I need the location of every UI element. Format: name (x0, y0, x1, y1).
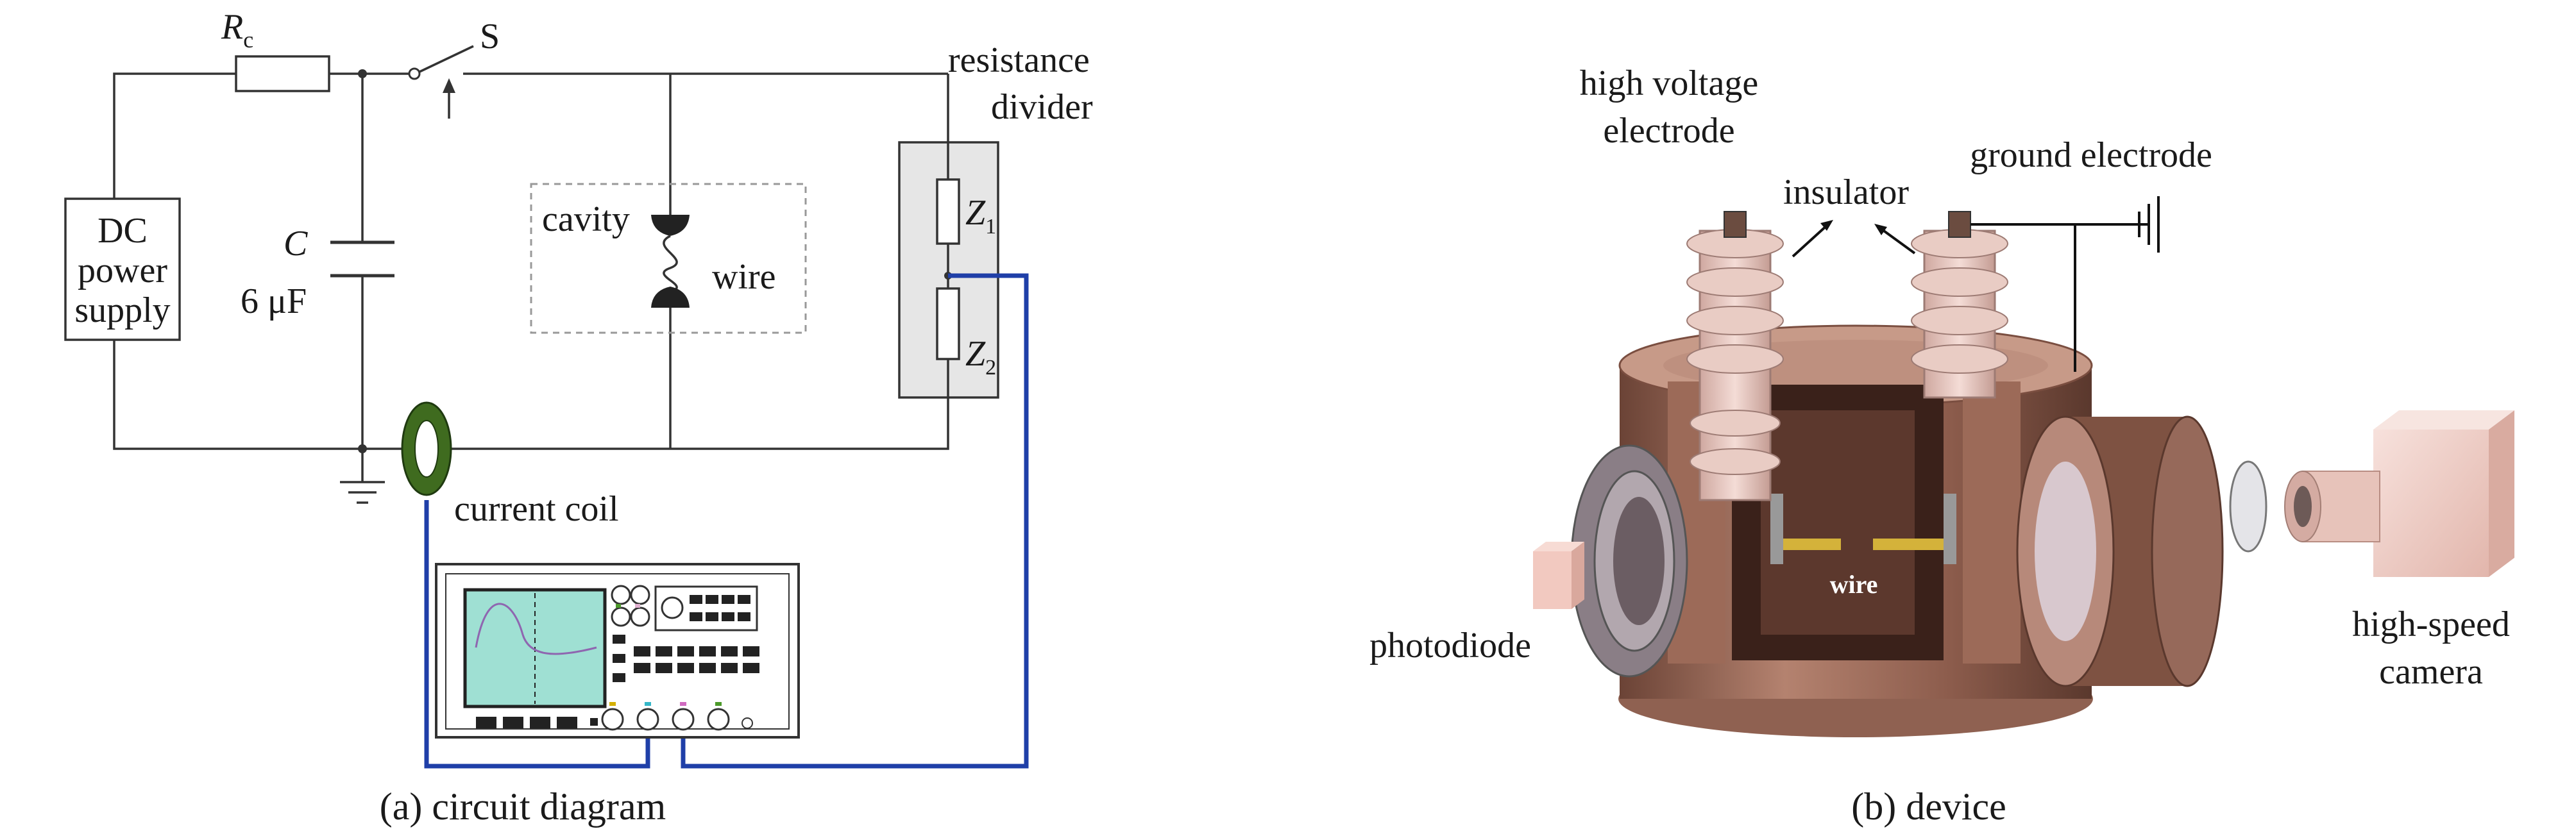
photodiode-label: photodiode (1369, 626, 1531, 665)
rc-resistor (235, 55, 330, 92)
capacitor-value: 6 μF (241, 281, 307, 321)
inner-lens (2229, 460, 2267, 553)
insulator-arrows (1792, 220, 1916, 258)
ground-connection (1970, 196, 2160, 372)
hv-insulator (1686, 211, 1784, 501)
wire-load (651, 215, 690, 308)
z1-label: Z1 (965, 193, 996, 238)
rc-label: Rc (221, 7, 253, 53)
coax-cables (424, 273, 1029, 769)
switch-s (408, 45, 474, 119)
z2-resistor (936, 287, 960, 360)
dc-label-1: DC (97, 211, 148, 251)
left-window-flange (1570, 444, 1688, 678)
camera-label-1: high-speed (2352, 605, 2510, 644)
right-flange (2016, 415, 2224, 687)
cavity-box (530, 183, 807, 334)
z1-resistor (936, 178, 960, 245)
hv-electrode-label-1: high voltage (1580, 63, 1758, 103)
divider-label-2: divider (991, 87, 1093, 127)
device-caption: (b) device (1851, 785, 2006, 828)
ground-insulator (1911, 211, 2008, 399)
device-illustration: wire (1369, 63, 2514, 828)
device-wire-label: wire (1830, 570, 1878, 599)
capacitor-c (330, 240, 394, 278)
photodiode (1533, 542, 1584, 609)
insulator-label: insulator (1783, 172, 1909, 212)
camera-label-2: camera (2379, 652, 2483, 692)
hv-electrode-label-2: electrode (1603, 111, 1734, 151)
dc-label-2: power (78, 251, 167, 290)
z2-label: Z2 (965, 334, 996, 380)
waveform (475, 603, 597, 655)
current-coil (401, 401, 452, 496)
current-coil-label: current coil (454, 489, 619, 529)
switch-label: S (480, 17, 500, 56)
oscilloscope (435, 563, 800, 739)
circuit-caption: (a) circuit diagram (380, 785, 666, 828)
circuit-wires (113, 69, 949, 504)
ground-electrode-label: ground electrode (1970, 135, 2212, 175)
cavity-label: cavity (542, 199, 630, 239)
dc-power-supply (64, 197, 181, 341)
wire-assembly (1770, 494, 1956, 564)
dc-label-3: supply (74, 290, 170, 330)
capacitor-symbol: C (284, 224, 308, 263)
circuit-diagram: Rc S DC power supply C 6 μF cavity wire (64, 7, 1093, 828)
high-speed-camera (2284, 410, 2514, 577)
wire-label: wire (712, 257, 776, 297)
divider-label-1: resistance (948, 40, 1090, 80)
